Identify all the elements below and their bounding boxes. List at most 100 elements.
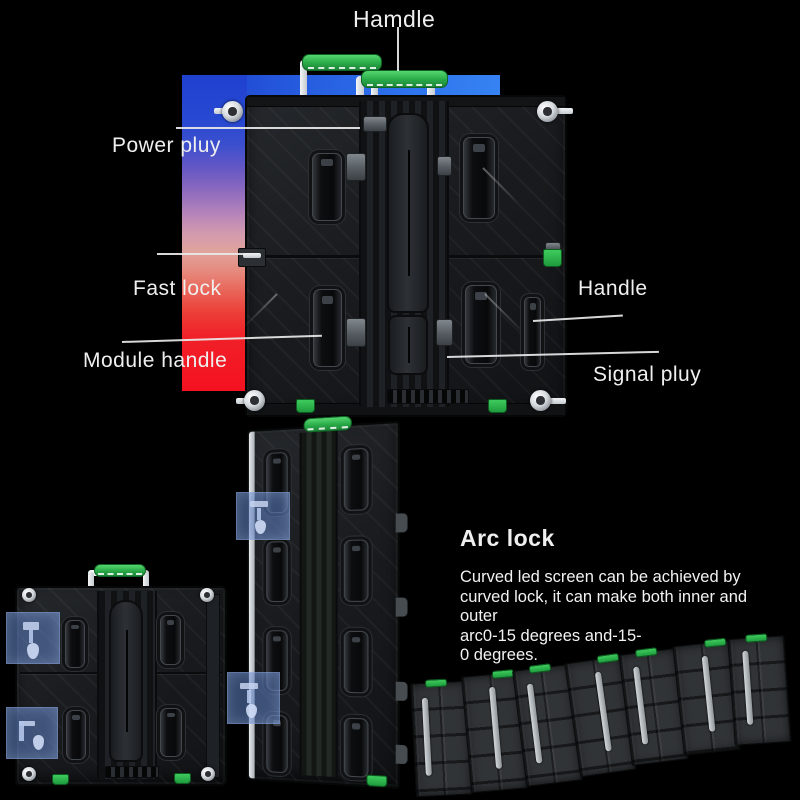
label-top-handle: Hamdle bbox=[353, 6, 436, 32]
latch-block bbox=[346, 153, 366, 181]
arc-lock-highlight-box bbox=[6, 707, 58, 759]
module-handle-bar bbox=[463, 137, 495, 219]
arc-lock-title: Arc lock bbox=[460, 525, 555, 551]
arc-lock-highlight-box bbox=[227, 672, 280, 724]
module-handle-bar bbox=[266, 541, 288, 602]
lock-pin-icon bbox=[33, 735, 44, 750]
lock-pin-icon bbox=[19, 721, 24, 741]
arc-lock-description: Curved led screen can be achieved by cur… bbox=[460, 568, 780, 666]
corner-bolt bbox=[244, 390, 265, 411]
arc-lock-highlight-box bbox=[236, 492, 290, 540]
segment-handle-bar bbox=[489, 686, 503, 769]
segment-green-cap bbox=[491, 669, 515, 679]
center-spine-column bbox=[387, 113, 429, 313]
green-foot bbox=[366, 774, 388, 788]
edge-hook bbox=[395, 513, 408, 533]
segment-handle-bar bbox=[701, 655, 716, 732]
side-view-body bbox=[247, 420, 408, 790]
corner-bolt bbox=[537, 101, 558, 122]
arc-lock-description-line: arc0-15 degrees and-15- bbox=[460, 626, 642, 645]
lock-pin-icon bbox=[255, 520, 266, 534]
arc-lock-description-line: curved lock, it can make both inner and … bbox=[460, 587, 748, 626]
lock-pin-icon bbox=[250, 501, 268, 507]
segment-green-cap bbox=[634, 647, 658, 658]
green-foot bbox=[52, 774, 69, 785]
lock-pin-icon bbox=[246, 704, 257, 718]
edge-hook bbox=[395, 744, 408, 765]
lock-pin-icon bbox=[19, 721, 35, 726]
leader-line-fast-lock bbox=[157, 253, 250, 255]
leader-line-power-plug bbox=[176, 127, 360, 129]
mini-handle-arm bbox=[143, 572, 149, 590]
arc-lock-highlight-box bbox=[6, 612, 60, 664]
main-cabinet-rear bbox=[238, 95, 567, 417]
fast-lock-pin bbox=[243, 253, 261, 258]
green-foot bbox=[488, 399, 507, 413]
corner-bracket bbox=[551, 108, 573, 114]
corner-bolt bbox=[22, 767, 36, 781]
green-foot bbox=[174, 773, 191, 784]
leader-line-top-handle bbox=[397, 27, 399, 71]
segment-green-cap bbox=[703, 637, 727, 648]
lock-pin-icon bbox=[23, 622, 39, 630]
lock-pin-icon bbox=[27, 643, 39, 659]
corner-bracket bbox=[546, 398, 566, 404]
arc-lock-description-line: 0 degrees. bbox=[460, 646, 538, 664]
side-handle-bar bbox=[524, 297, 541, 367]
lock-pin-icon bbox=[257, 508, 261, 520]
center-spine-column bbox=[109, 600, 143, 762]
lock-pin-icon bbox=[29, 630, 33, 643]
edge-green-clip bbox=[543, 249, 562, 267]
corner-bolt bbox=[530, 390, 551, 411]
handle-arm bbox=[356, 76, 364, 110]
module-handle-bar bbox=[465, 285, 497, 364]
right-rail bbox=[206, 594, 220, 778]
handle-grip-front bbox=[361, 70, 448, 88]
corner-bolt bbox=[22, 588, 36, 602]
arc-lock-description-line: Curved led screen can be achieved by bbox=[460, 568, 741, 586]
label-module-handle: Module handle bbox=[83, 349, 228, 372]
corner-bolt bbox=[222, 101, 243, 122]
module-handle-bar bbox=[343, 630, 369, 694]
label-signal-plug: Signal pluy bbox=[593, 363, 702, 386]
latch-block bbox=[436, 319, 453, 346]
module-handle-bar bbox=[313, 289, 342, 367]
curved-screen-segment bbox=[727, 633, 792, 746]
module-handle-bar bbox=[65, 620, 85, 668]
segment-green-cap bbox=[528, 663, 552, 674]
module-handle-bar bbox=[160, 615, 181, 665]
mini-handle-arm bbox=[88, 572, 94, 590]
module-handle-bar bbox=[343, 717, 369, 778]
bottom-vent bbox=[105, 766, 159, 778]
handle-arm bbox=[427, 76, 435, 110]
segment-green-cap bbox=[596, 652, 620, 664]
green-foot bbox=[296, 399, 315, 413]
center-spine bbox=[299, 430, 338, 778]
side-view-cabinet bbox=[247, 415, 408, 790]
label-side-handle: Handle bbox=[578, 277, 648, 300]
segment-handle-bar bbox=[526, 683, 543, 764]
label-fast-lock: Fast lock bbox=[133, 277, 222, 300]
module-handle-bar bbox=[160, 708, 182, 757]
segment-handle-bar bbox=[594, 671, 612, 752]
handle-grip-rear bbox=[302, 54, 382, 71]
side-view-handle-grip bbox=[303, 415, 352, 433]
curved-led-screen bbox=[410, 633, 798, 798]
label-power-plug: Power pluy bbox=[112, 134, 221, 157]
handle-arm bbox=[300, 60, 307, 104]
module-handle-bar bbox=[343, 447, 369, 512]
corner-bolt bbox=[200, 588, 214, 602]
lock-pin-icon bbox=[247, 690, 251, 703]
corner-bolt bbox=[201, 767, 215, 781]
segment-green-cap bbox=[424, 678, 448, 688]
backdrop-rainbow-strip bbox=[182, 75, 247, 391]
segment-handle-bar bbox=[742, 650, 754, 725]
segment-handle-bar bbox=[421, 697, 432, 776]
center-spine-lower bbox=[388, 315, 428, 375]
mini-handle-grip bbox=[94, 564, 146, 577]
segment-handle-bar bbox=[632, 666, 649, 745]
lock-pin-icon bbox=[240, 683, 258, 689]
bottom-vent bbox=[387, 389, 469, 404]
latch-block bbox=[437, 156, 452, 176]
